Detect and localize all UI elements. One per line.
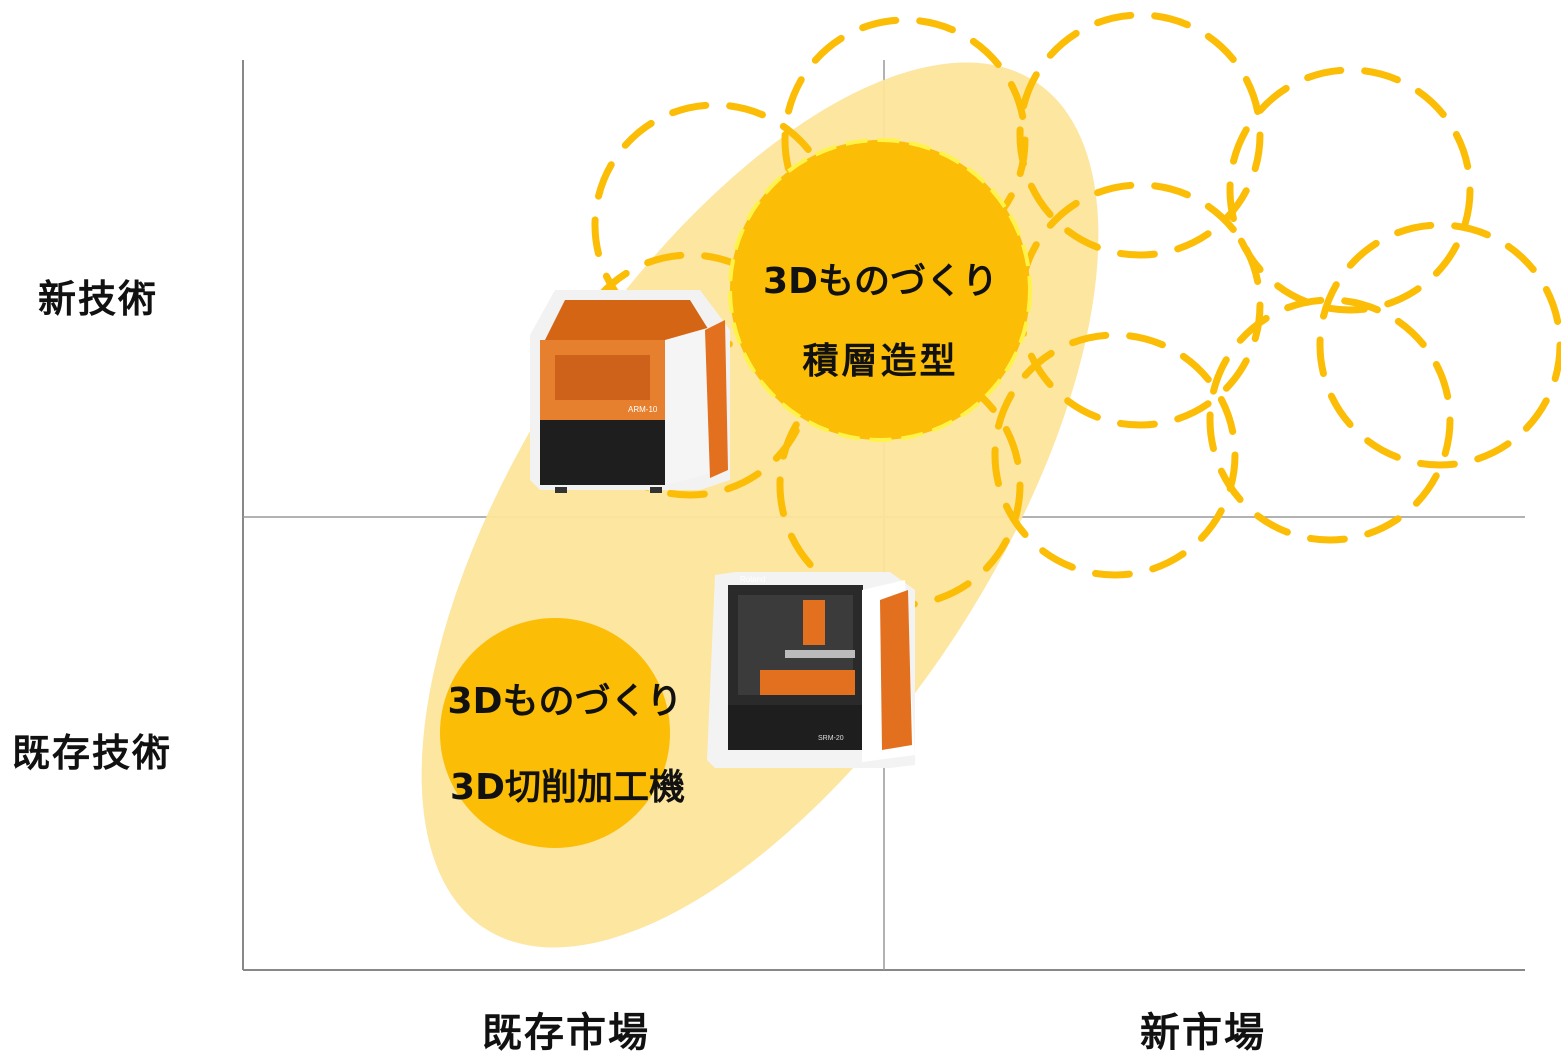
x-label-new-market: 新市場 xyxy=(1140,1010,1266,1056)
expansion-ellipse xyxy=(421,62,1099,948)
srm20-machine-image: Roland SRM-20 xyxy=(707,572,915,768)
additive-circle-line2: 積層造型 xyxy=(802,341,959,382)
x-label-existing-market: 既存市場 xyxy=(482,1010,650,1056)
dashed-circle xyxy=(1016,11,1264,259)
y-label-new-technology: 新技術 xyxy=(38,277,159,321)
cutting-circle-line2: 3D切削加工機 xyxy=(450,767,685,808)
srm20-model-label: SRM-20 xyxy=(818,735,844,742)
srm20-brand-label: Roland xyxy=(740,575,765,584)
dashed-circle xyxy=(1226,66,1474,314)
additive-circle xyxy=(728,138,1032,442)
dashed-circle xyxy=(1316,221,1561,469)
arm10-model-label: ARM-10 xyxy=(628,405,658,414)
dashed-circle xyxy=(1206,296,1454,544)
cutting-circle xyxy=(440,618,670,848)
cutting-circle-line1: 3Dものづくり xyxy=(447,681,683,722)
additive-circle-line1: 3Dものづくり xyxy=(763,261,998,302)
y-label-existing-technology: 既存技術 xyxy=(12,731,173,775)
dashed-circle xyxy=(991,331,1239,579)
arm10-machine-image: ARM-10 xyxy=(530,290,730,493)
